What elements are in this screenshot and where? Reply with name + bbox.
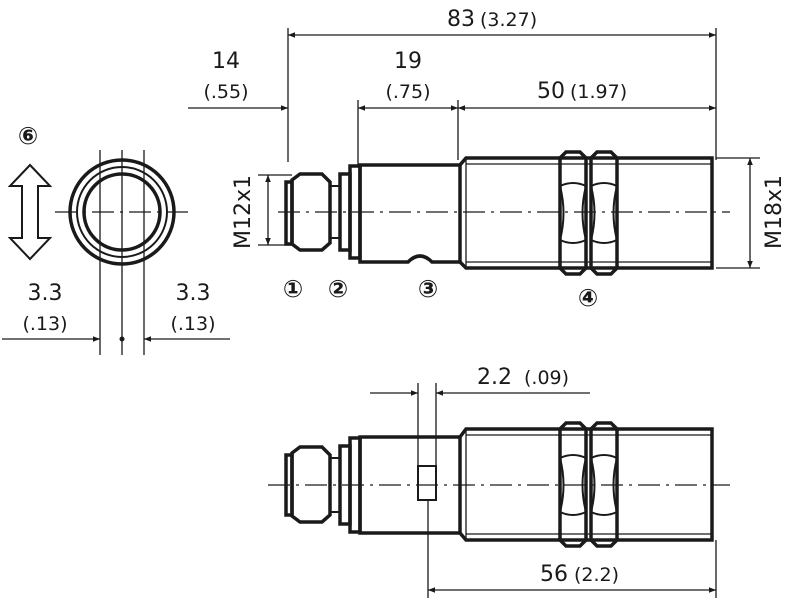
callout-3: ③ — [418, 275, 438, 303]
dim-19-mm: 19 — [394, 49, 422, 74]
led-indicator — [417, 465, 437, 501]
dim-offset-right-in: (.13) — [170, 313, 215, 335]
dimension-connector-length: 14 (.55) — [188, 49, 288, 111]
sensor-side-view — [278, 150, 730, 276]
dim-m18: M18x1 — [762, 175, 787, 249]
dim-50-mm: 50 — [537, 79, 565, 104]
sensor-top-view — [268, 421, 730, 548]
dimension-connector-thread: M12x1 — [231, 174, 292, 249]
dim-83-in: (3.27) — [480, 9, 537, 31]
dimension-body-length: 19 (.75) — [357, 49, 459, 165]
dim-offset-right-mm: 3.3 — [176, 281, 211, 306]
dim-56-mm: 56 — [540, 562, 568, 587]
dim-19-in: (.75) — [385, 81, 430, 103]
sensor-front-view: 3.3 (.13) 3.3 (.13) — [2, 150, 230, 355]
dim-m12: M12x1 — [231, 175, 256, 249]
dim-56-in: (2.2) — [574, 564, 619, 586]
dim-14-mm: 14 — [212, 49, 240, 74]
dimension-thread-length: 50 (1.97) — [458, 79, 716, 111]
dimension-housing-thread: M18x1 — [716, 157, 787, 269]
dimension-overall-length: 83 (3.27) — [287, 7, 717, 162]
callout-2: ② — [328, 275, 348, 303]
dim-offset-left-mm: 3.3 — [28, 281, 63, 306]
hex-nut-1 — [558, 150, 588, 276]
dim-offset-left-in: (.13) — [22, 313, 67, 335]
double-arrow-icon — [7, 163, 53, 261]
callout-1: ① — [283, 275, 303, 303]
dim-2-2-mm: 2.2 — [477, 365, 512, 390]
dim-2-2-in: (.09) — [524, 367, 569, 389]
dim-14-in: (.55) — [203, 81, 248, 103]
dimension-led-position: 56 (2.2) — [427, 500, 717, 598]
callout-6: ⑥ — [18, 122, 38, 150]
hex-nut-2 — [589, 150, 619, 276]
dim-50-in: (1.97) — [570, 81, 627, 103]
dim-83-mm: 83 — [447, 7, 475, 32]
callout-4: ④ — [578, 284, 598, 312]
dimension-led-width: 2.2 (.09) — [370, 365, 590, 466]
